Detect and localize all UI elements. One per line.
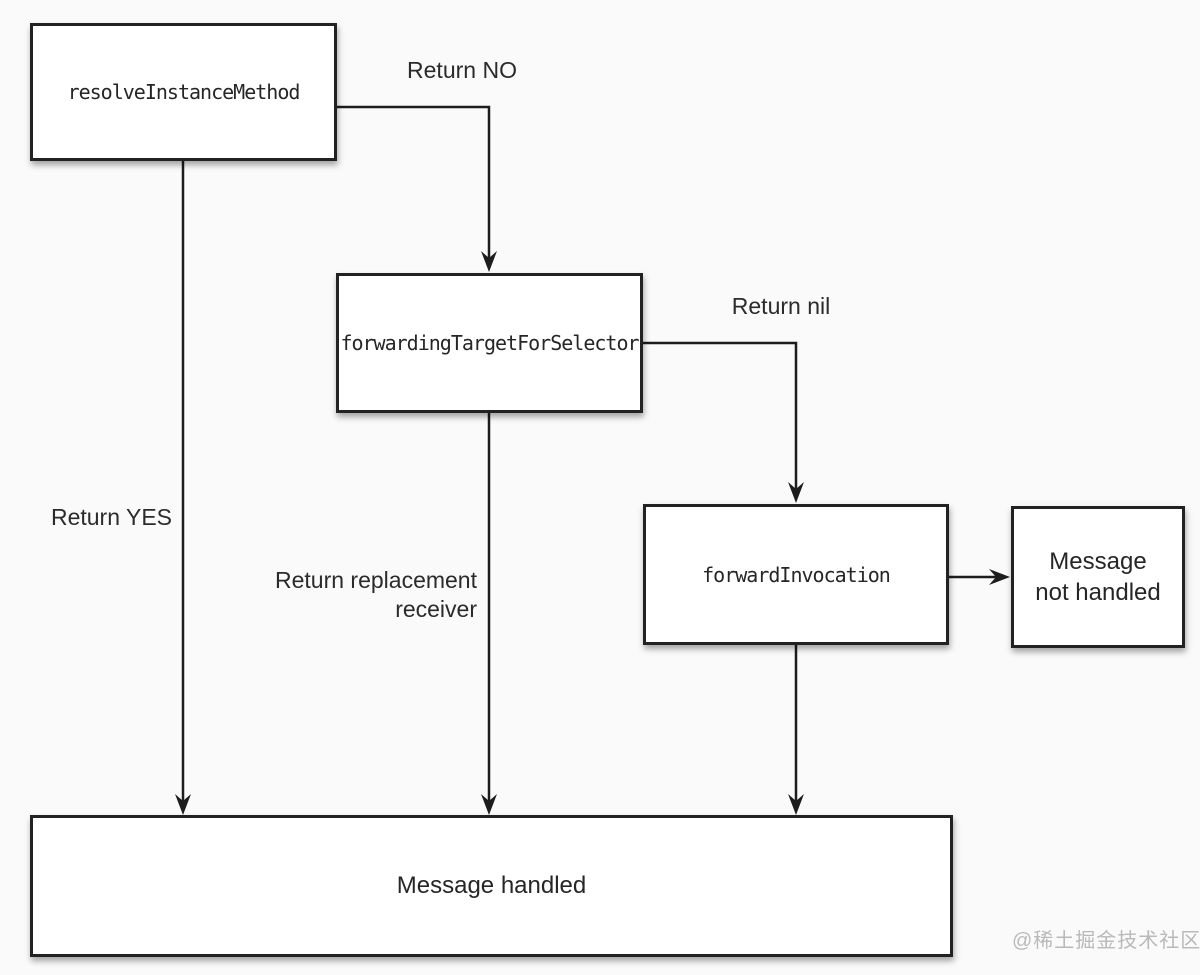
node-message-not-handled: Message not handled [1011, 506, 1185, 648]
edge-label-return-replacement-line2: receiver [395, 595, 477, 622]
arrow-return-no-line [337, 105, 491, 258]
edge-label-return-replacement: Return replacement receiver [262, 566, 477, 624]
node-message-handled-label: Message handled [396, 872, 587, 900]
node-resolve-instance-method-label: resolveInstanceMethod [67, 80, 301, 104]
node-forward-invocation-label: forwardInvocation [702, 562, 891, 587]
node-message-not-handled-line2: not handled [1035, 579, 1161, 606]
node-forward-invocation: forwardInvocation [643, 504, 949, 645]
arrow-not-handled-head [989, 569, 1010, 585]
edge-label-return-nil: Return nil [731, 293, 831, 319]
arrow-return-yes-head [175, 794, 191, 815]
node-message-handled: Message handled [30, 815, 953, 957]
node-resolve-instance-method: resolveInstanceMethod [30, 23, 337, 161]
node-message-not-handled-line1: Message [1049, 547, 1147, 575]
edge-label-return-replacement-line1: Return replacement [275, 567, 477, 593]
edge-label-return-no: Return NO [407, 57, 517, 83]
node-forwarding-target-for-selector-label: forwardingTargetForSelector [340, 331, 639, 355]
arrow-return-nil-head [788, 482, 804, 503]
watermark-text: @稀土掘金技术社区 [1012, 930, 1200, 952]
edge-label-return-yes: Return YES [50, 504, 172, 530]
arrow-return-no-head [481, 251, 497, 272]
node-message-not-handled-label: Message not handled [1035, 546, 1160, 608]
arrow-replacement-head [481, 794, 497, 815]
node-forwarding-target-for-selector: forwardingTargetForSelector [336, 273, 643, 413]
arrow-return-nil-line [642, 341, 798, 489]
arrow-invocation-handled-head [788, 794, 804, 815]
